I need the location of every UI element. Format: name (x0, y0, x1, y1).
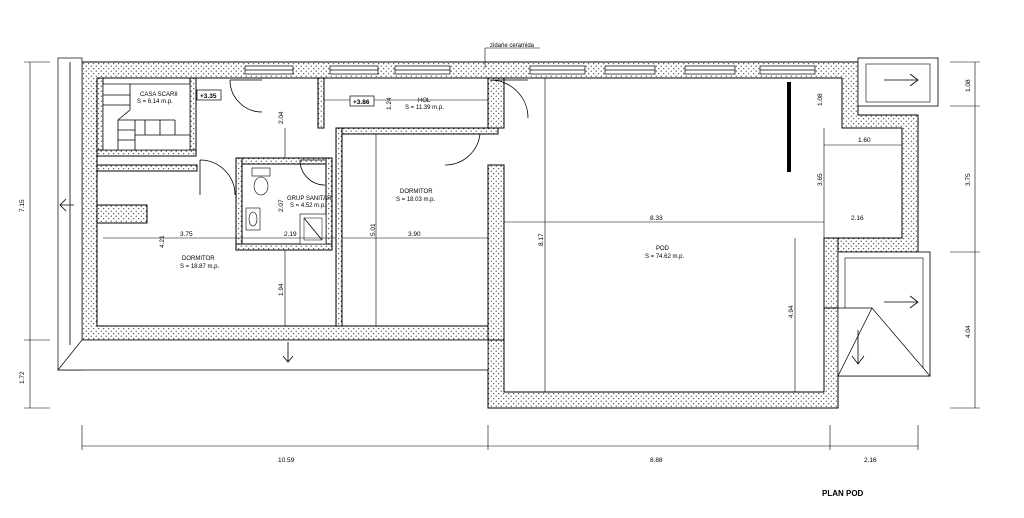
dim-dorm2-h1: 4.21 (159, 235, 166, 248)
dim-stair-gap: 2.04 (278, 111, 285, 124)
masonry-note: zidarie ceramida (490, 43, 535, 49)
room-dormitor-1-name: DORMITOR (400, 189, 433, 195)
dim-left-low: 1.72 (19, 371, 26, 384)
room-pod-name: POD (656, 246, 670, 252)
room-hol-name: HOL (418, 98, 431, 104)
room-casa-scarii-area: S = 6.14 m.p. (137, 99, 173, 105)
dimension-lines (24, 61, 980, 450)
level-stair: +3.35 (200, 93, 217, 100)
dim-right-2: 3.75 (965, 173, 972, 186)
dim-bottom-left: 10.59 (278, 457, 295, 464)
dim-wc-w: 2.19 (284, 231, 297, 238)
room-dormitor-1-area: S = 18.03 m.p. (396, 197, 436, 203)
dim-hall-h: 1.24 (386, 97, 393, 110)
room-pod-area: S = 74.62 m.p. (645, 254, 685, 260)
staircase (102, 83, 191, 151)
plan-title: PLAN POD (822, 489, 864, 498)
room-grup-sanitar-area: S = 4.52 m.p. (290, 203, 326, 209)
dim-dorm2-w: 3.75 (180, 231, 193, 238)
dim-right-mid: 3.65 (817, 173, 824, 186)
room-casa-scarii-name: CASA SCARII (140, 92, 178, 98)
dim-dorm1-h: 5.01 (370, 223, 377, 236)
room-dormitor-2-name: DORMITOR (182, 256, 215, 262)
room-hol-area: S = 11.39 m.p. (405, 105, 444, 111)
dim-left-main: 7.15 (19, 199, 26, 212)
right-balconies (837, 57, 939, 377)
interior-walls (96, 77, 839, 341)
left-overhang (57, 57, 489, 371)
left-arrow-icon (59, 198, 74, 212)
dim-bottom-mid: 8.88 (650, 457, 663, 464)
dim-pod-h: 8.17 (538, 233, 545, 246)
dim-bottom-right: 2.16 (864, 457, 877, 464)
dim-right-top-gap: 1.08 (817, 93, 824, 106)
level-hall: +3.86 (353, 99, 370, 106)
room-grup-sanitar-name: GRUP SANITAR (287, 196, 332, 202)
dim-wc-h: 2.07 (278, 199, 285, 212)
wc-fixtures (245, 167, 327, 245)
dim-dorm2-h2: 1.94 (278, 283, 285, 296)
dim-pod-side: 2.16 (851, 215, 864, 222)
room-dormitor-2-area: S = 18.87 m.p. (180, 264, 220, 270)
dim-right-1: 1.08 (965, 79, 972, 92)
top-windows (244, 65, 816, 75)
dim-right-3: 4.04 (965, 325, 972, 338)
doors (199, 79, 529, 196)
dim-right-notch: 1.60 (858, 137, 871, 144)
dim-dorm1-w: 3.90 (408, 231, 421, 238)
down-arrow-icon (282, 342, 294, 363)
dim-pod-low: 4.94 (788, 305, 795, 318)
dim-pod-w: 8.33 (650, 215, 663, 222)
